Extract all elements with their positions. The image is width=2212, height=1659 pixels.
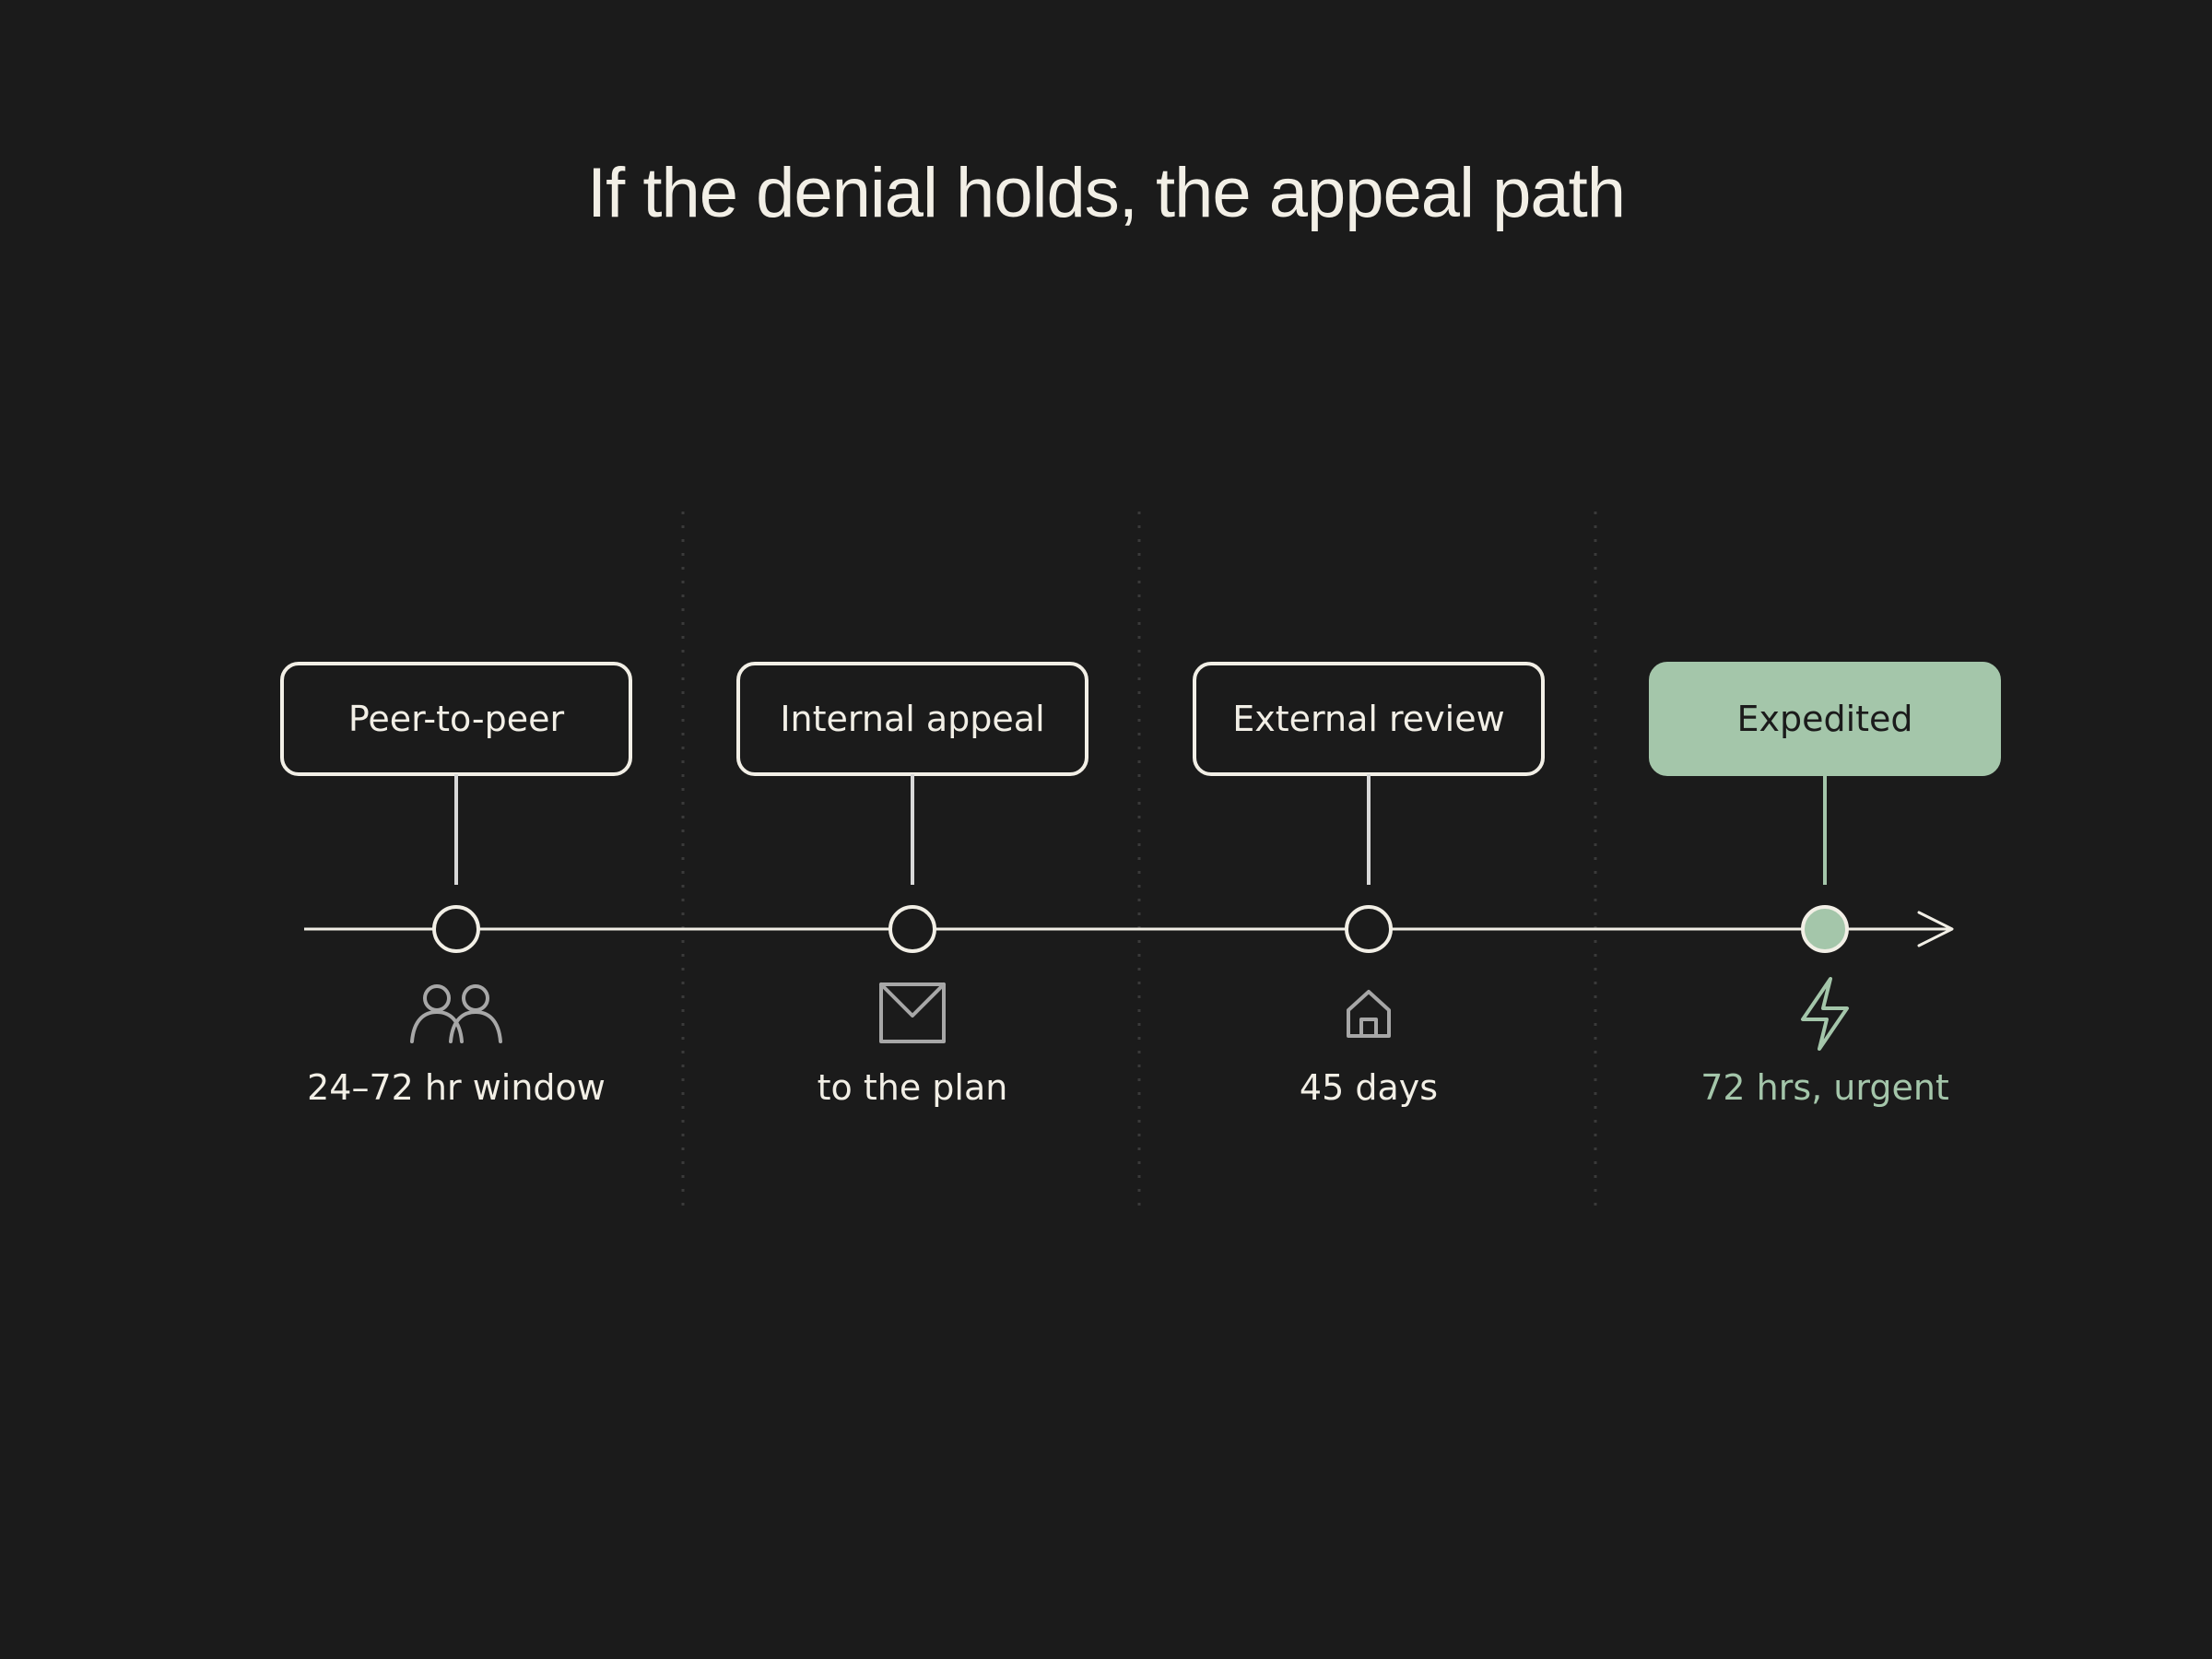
house-icon xyxy=(1347,990,1391,1038)
envelope-icon xyxy=(879,982,946,1043)
page-title: If the denial holds, the appeal path xyxy=(586,154,1626,232)
timeline-node xyxy=(1801,905,1849,953)
step-caption: to the plan xyxy=(818,1067,1008,1108)
timeline-node xyxy=(888,905,936,953)
step-4: Expedited 72 hrs, urgent xyxy=(1649,662,2001,1108)
timeline-arrowhead xyxy=(1917,911,1954,947)
step-label: External review xyxy=(1232,699,1504,739)
timeline-node xyxy=(432,905,480,953)
step-caption: 24–72 hr window xyxy=(307,1067,606,1108)
people-icon xyxy=(410,984,502,1043)
step-caption: 45 days xyxy=(1300,1067,1438,1108)
step-label: Expedited xyxy=(1736,699,1912,739)
step-caption: 72 hrs, urgent xyxy=(1700,1067,1949,1108)
step-2: Internal appeal to the plan xyxy=(736,662,1088,1108)
column-separators xyxy=(681,512,1597,1215)
timeline-node xyxy=(1345,905,1393,953)
step-label: Internal appeal xyxy=(780,699,1044,739)
steps: Peer-to-peer 24–72 hr window Internal appe… xyxy=(280,662,2001,1108)
step-label: Peer-to-peer xyxy=(348,699,565,739)
step-1: Peer-to-peer 24–72 hr window xyxy=(280,662,632,1108)
step-3: External review 45 days xyxy=(1193,662,1545,1108)
lightning-icon xyxy=(1801,977,1849,1051)
